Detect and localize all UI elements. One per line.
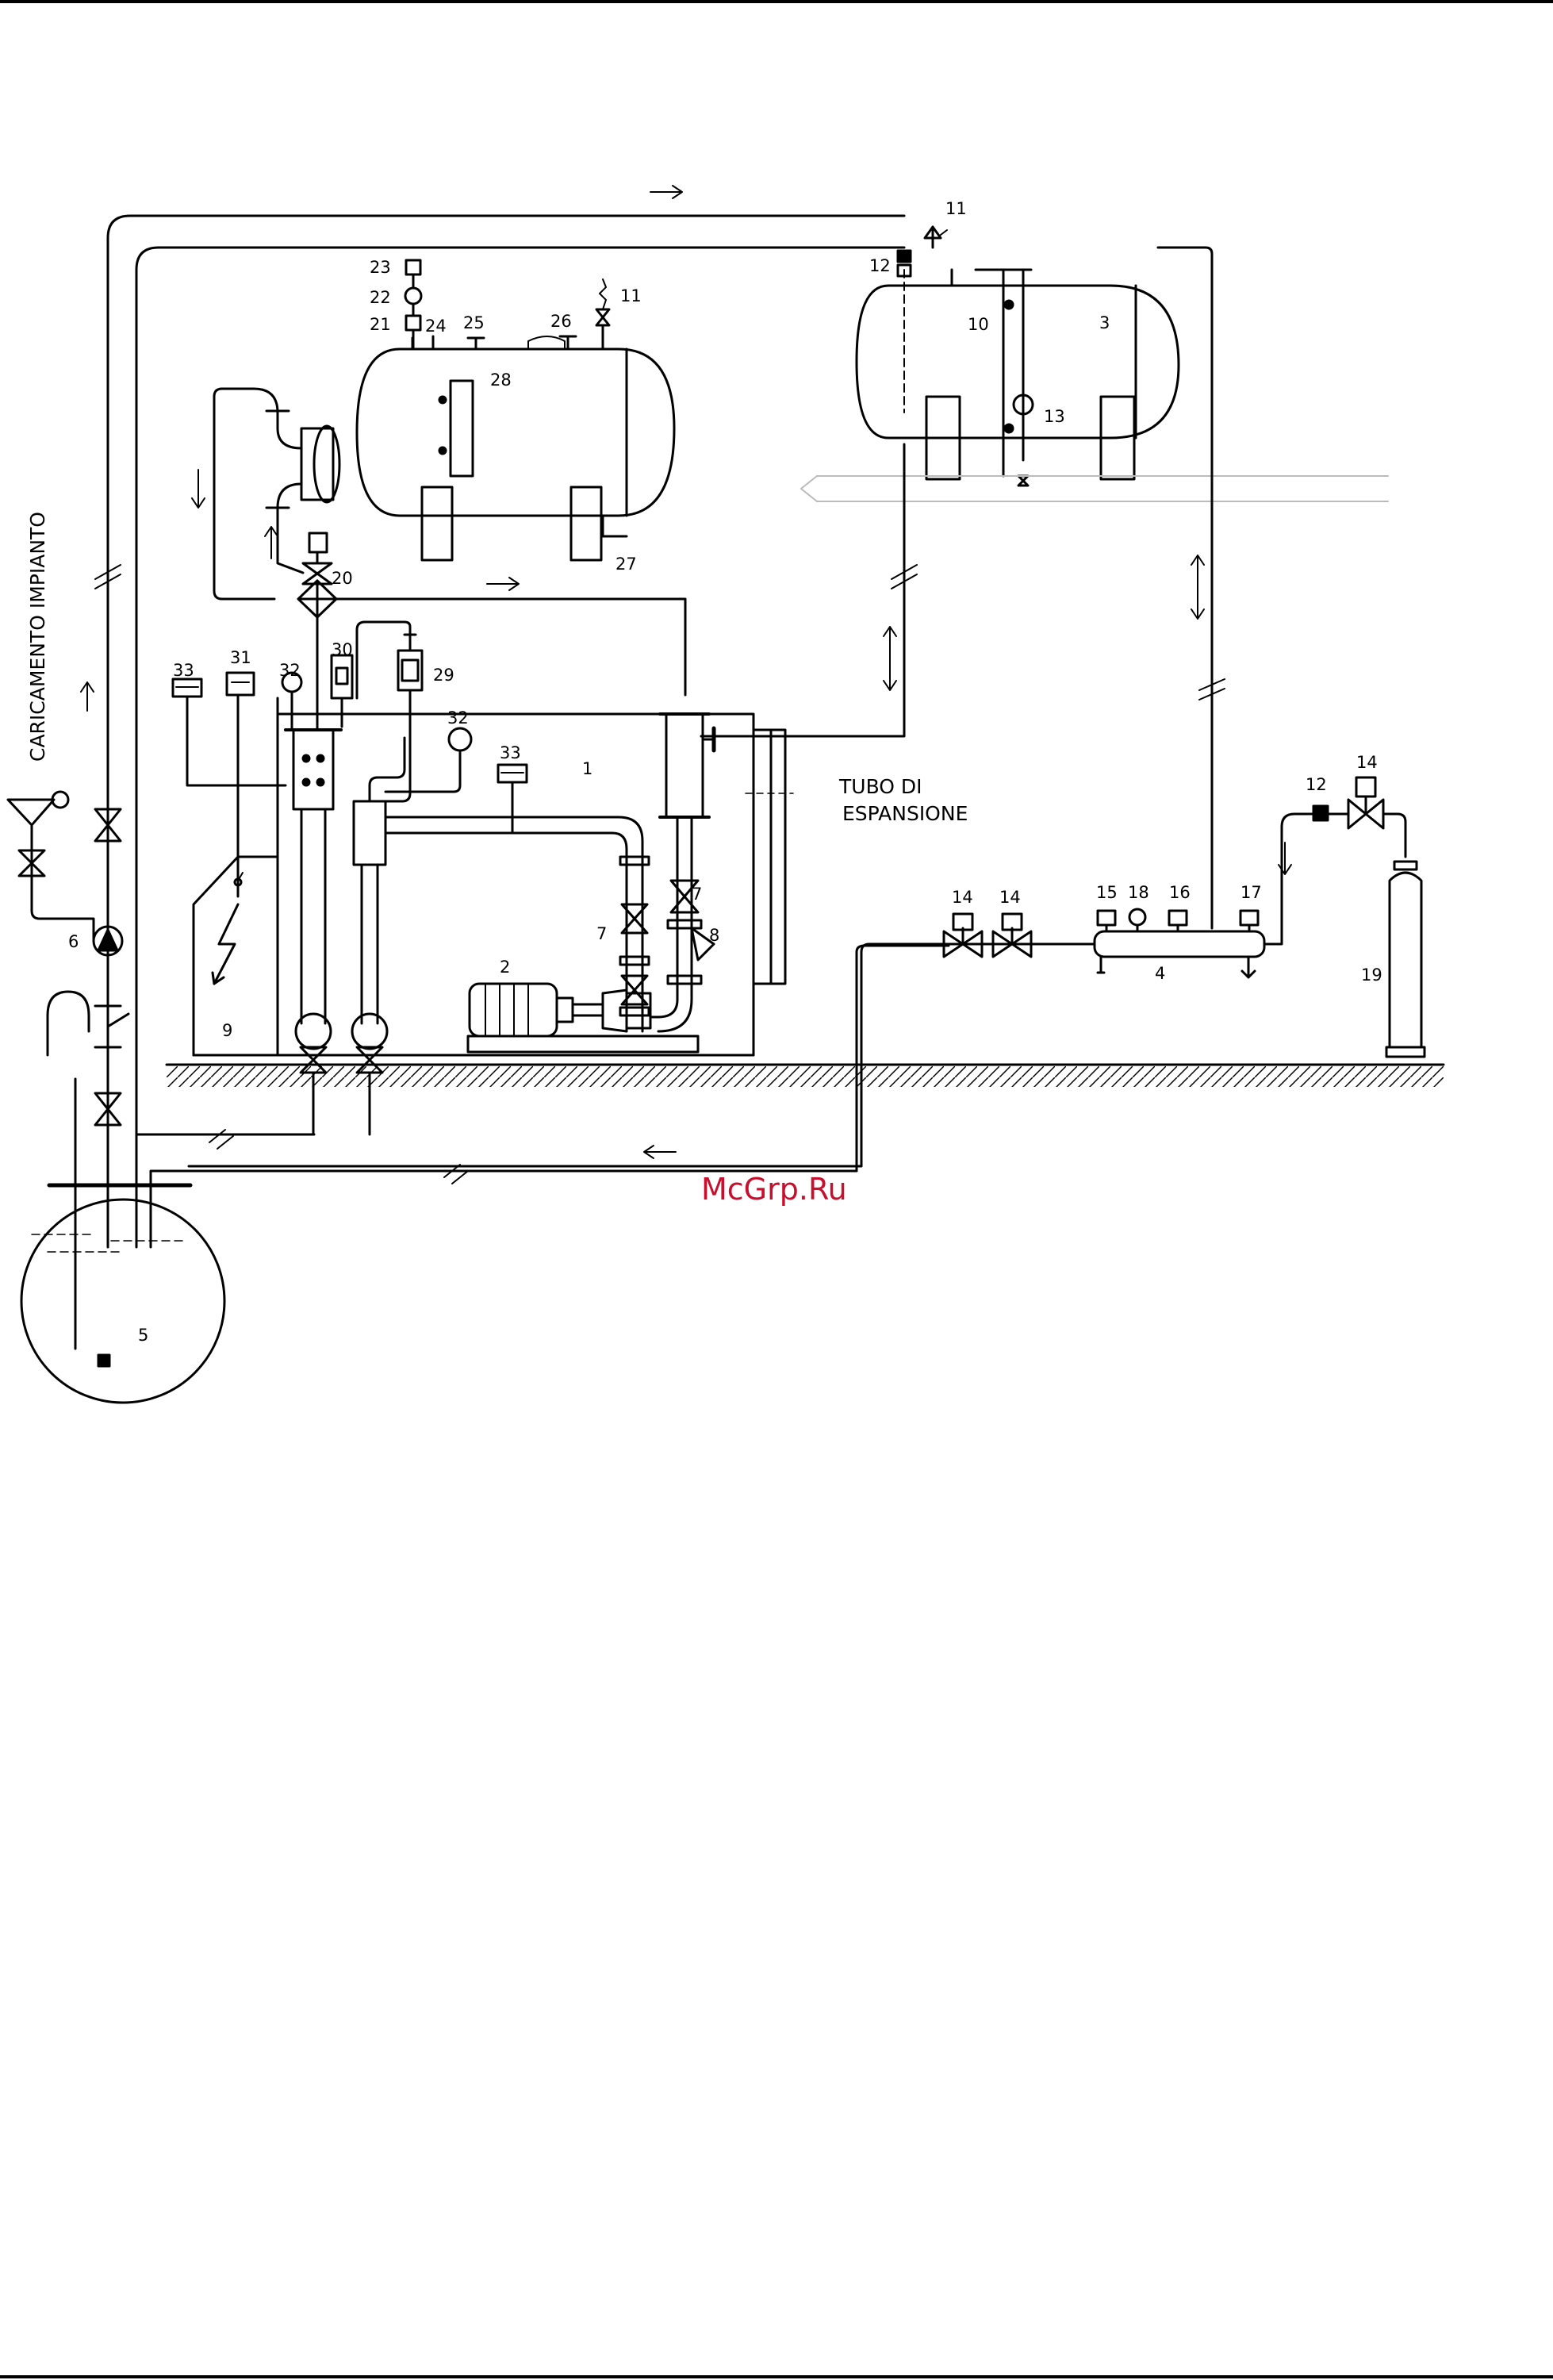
callout-21: 21: [370, 315, 391, 334]
callout-26: 26: [550, 312, 572, 331]
callout-3: 3: [1099, 313, 1110, 332]
callout-8: 8: [709, 926, 719, 945]
callout-2: 2: [500, 958, 510, 977]
callout-27: 27: [615, 555, 637, 574]
gas-cylinder: [1386, 862, 1425, 1057]
callout-13: 13: [1044, 407, 1065, 426]
callout-12a: 12: [869, 256, 891, 275]
text-labels: CARICAMENTO IMPIANTO TUBO DI ESPANSIONE …: [26, 512, 968, 1207]
callout-23: 23: [370, 258, 391, 277]
expansion-vessel: [857, 248, 1212, 486]
callout-12b: 12: [1306, 775, 1327, 794]
reservoir-tank: [21, 1185, 224, 1403]
callout-25: 25: [463, 313, 485, 332]
callout-16: 16: [1169, 883, 1191, 902]
callout-9: 9: [222, 1021, 232, 1040]
callout-4: 4: [1155, 964, 1165, 983]
callout-24: 24: [425, 317, 447, 336]
callout-32b: 32: [447, 708, 469, 727]
label-caricamento: CARICAMENTO IMPIANTO: [26, 512, 49, 762]
callout-31: 31: [230, 648, 251, 667]
callout-30: 30: [332, 640, 353, 659]
callout-5: 5: [138, 1326, 148, 1345]
callout-10: 10: [968, 315, 989, 334]
buffer-tank: [214, 260, 674, 599]
instruments: [173, 622, 527, 896]
callout-20: 20: [332, 569, 353, 588]
callout-29: 29: [433, 666, 454, 685]
callout-32a: 32: [279, 661, 301, 680]
callout-14c: 14: [1356, 753, 1378, 772]
callout-22: 22: [370, 288, 391, 307]
label-tubo-line1: TUBO DI: [838, 775, 922, 798]
callout-33b: 33: [500, 743, 521, 762]
callout-11b: 11: [620, 286, 642, 305]
callout-15: 15: [1096, 883, 1118, 902]
callout-7a: 7: [596, 924, 607, 943]
callout-11a: 11: [945, 199, 967, 218]
callout-1: 1: [582, 759, 592, 778]
label-tubo-line2: ESPANSIONE: [842, 802, 968, 825]
callout-6: 6: [68, 932, 79, 951]
callout-19: 19: [1361, 965, 1382, 985]
callout-28: 28: [490, 370, 512, 390]
ground-line: [167, 1065, 1444, 1087]
callout-7b: 7: [692, 885, 702, 904]
callout-17: 17: [1240, 883, 1262, 902]
watermark: McGrp.Ru: [701, 1172, 847, 1207]
relief-valve-top: [898, 227, 947, 276]
callout-14b: 14: [999, 888, 1021, 907]
manifold-line: [189, 777, 1405, 1166]
callout-14a: 14: [952, 888, 973, 907]
callout-33a: 33: [173, 661, 194, 680]
break-marks: [95, 565, 1225, 1184]
fill-line-components: [8, 792, 128, 1125]
callout-18: 18: [1128, 883, 1149, 902]
